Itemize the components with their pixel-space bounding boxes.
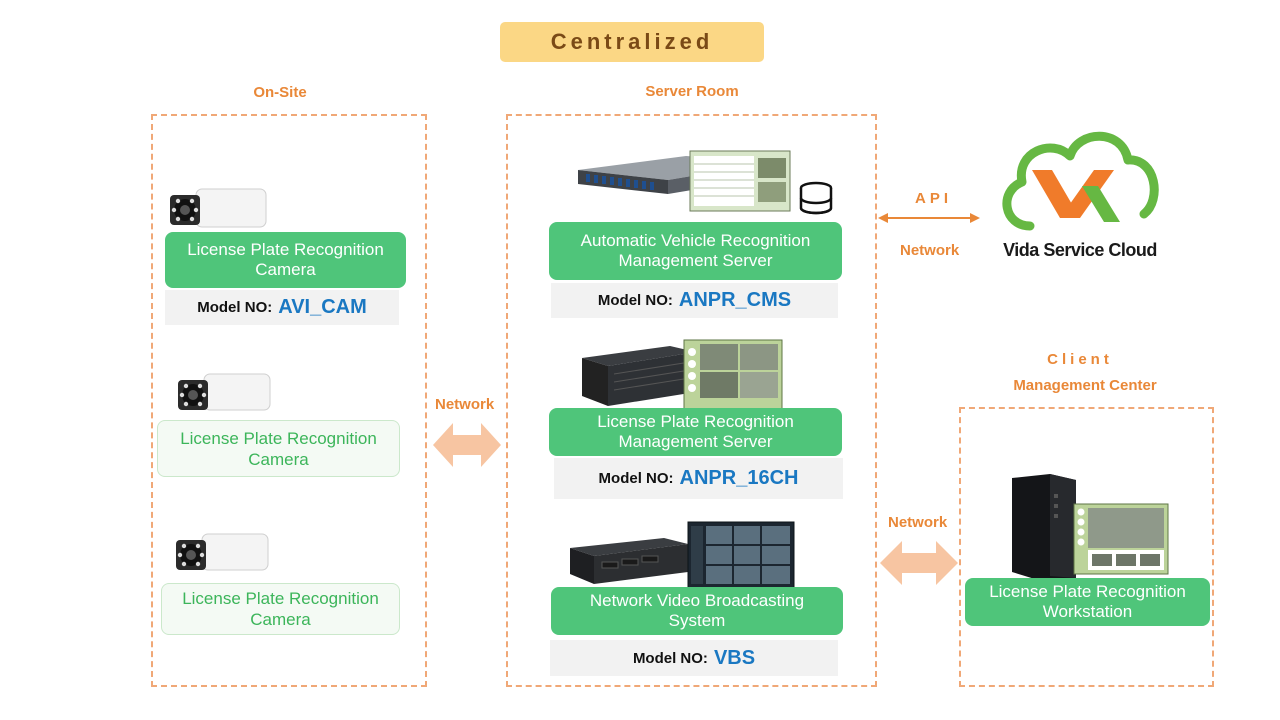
workstation-line1: License Plate Recognition xyxy=(989,582,1186,601)
onsite-camera-box-3: License Plate Recognition Camera xyxy=(161,583,400,635)
onsite-camera-3-line1: License Plate Recognition xyxy=(182,589,379,608)
onsite-camera-2-line1: License Plate Recognition xyxy=(180,428,377,448)
onsite-network-arrow xyxy=(433,423,501,467)
onsite-camera-box-2: License Plate Recognition Camera xyxy=(157,420,400,477)
onsite-camera-1-line2: Camera xyxy=(255,260,316,279)
lpr-camera-image xyxy=(170,188,267,228)
vbs-server-line2: System xyxy=(668,611,726,630)
lpr-camera-image xyxy=(178,373,271,411)
workstation-image xyxy=(1012,474,1169,580)
workstation-box: License Plate Recognition Workstation xyxy=(965,578,1210,626)
diagram-title: Centralized xyxy=(500,22,764,62)
vbs-server-line1: Network Video Broadcasting xyxy=(589,591,805,610)
client-network-label: Network xyxy=(888,514,948,531)
model-value: ANPR_16CH xyxy=(679,467,799,489)
client-container xyxy=(959,407,1214,687)
model-value: ANPR_CMS xyxy=(678,289,792,311)
server-room-container xyxy=(506,114,877,687)
cms-server-model: Model NO: ANPR_CMS xyxy=(551,283,838,318)
cloud-name: Vida Service Cloud xyxy=(1003,240,1157,260)
vbs-server-box: Network Video Broadcasting System xyxy=(551,587,843,635)
model-value: AVI_CAM xyxy=(278,296,367,318)
lpr-server-line2: Management Server xyxy=(618,432,773,451)
model-value: VBS xyxy=(713,646,756,669)
workstation-line2: Workstation xyxy=(1042,602,1133,621)
lpr-server-line1: License Plate Recognition xyxy=(597,412,794,431)
api-network-label: Network xyxy=(900,242,960,259)
model-key: Model NO: xyxy=(597,292,673,309)
model-key: Model NO: xyxy=(197,299,273,316)
onsite-camera-1-line1: License Plate Recognition xyxy=(187,240,384,259)
lpr-camera-image xyxy=(176,533,269,571)
client-section-label-line1: Client xyxy=(1047,351,1113,368)
onsite-camera-box-1: License Plate Recognition Camera xyxy=(165,232,406,288)
server-room-section-label: Server Room xyxy=(645,83,739,100)
model-key: Model NO: xyxy=(598,470,674,487)
lpr-server-box: License Plate Recognition Management Ser… xyxy=(549,408,842,456)
client-network-arrow xyxy=(880,541,958,585)
lpr-server-image xyxy=(582,339,783,411)
onsite-camera-3-line2: Camera xyxy=(250,610,311,629)
onsite-camera-model: Model NO: AVI_CAM xyxy=(165,290,399,325)
onsite-network-label: Network xyxy=(435,396,495,413)
client-section-label-line2: Management Center xyxy=(1013,377,1157,394)
cms-server-line1: Automatic Vehicle Recognition xyxy=(580,231,811,250)
vbs-server-model: Model NO: VBS xyxy=(550,640,838,676)
api-label: API xyxy=(915,190,953,207)
onsite-section-label: On-Site xyxy=(253,84,307,101)
onsite-camera-2-line2: Camera xyxy=(248,449,309,469)
onsite-container xyxy=(151,114,427,687)
cms-server-image xyxy=(578,150,833,215)
cms-server-box: Automatic Vehicle Recognition Management… xyxy=(549,222,842,280)
lpr-server-model: Model NO: ANPR_16CH xyxy=(554,458,843,499)
cms-server-line2: Management Server xyxy=(618,251,773,270)
api-arrow xyxy=(878,213,980,223)
cloud-logo-icon xyxy=(1002,131,1159,231)
vbs-server-image xyxy=(570,521,795,588)
model-key: Model NO: xyxy=(632,649,708,667)
